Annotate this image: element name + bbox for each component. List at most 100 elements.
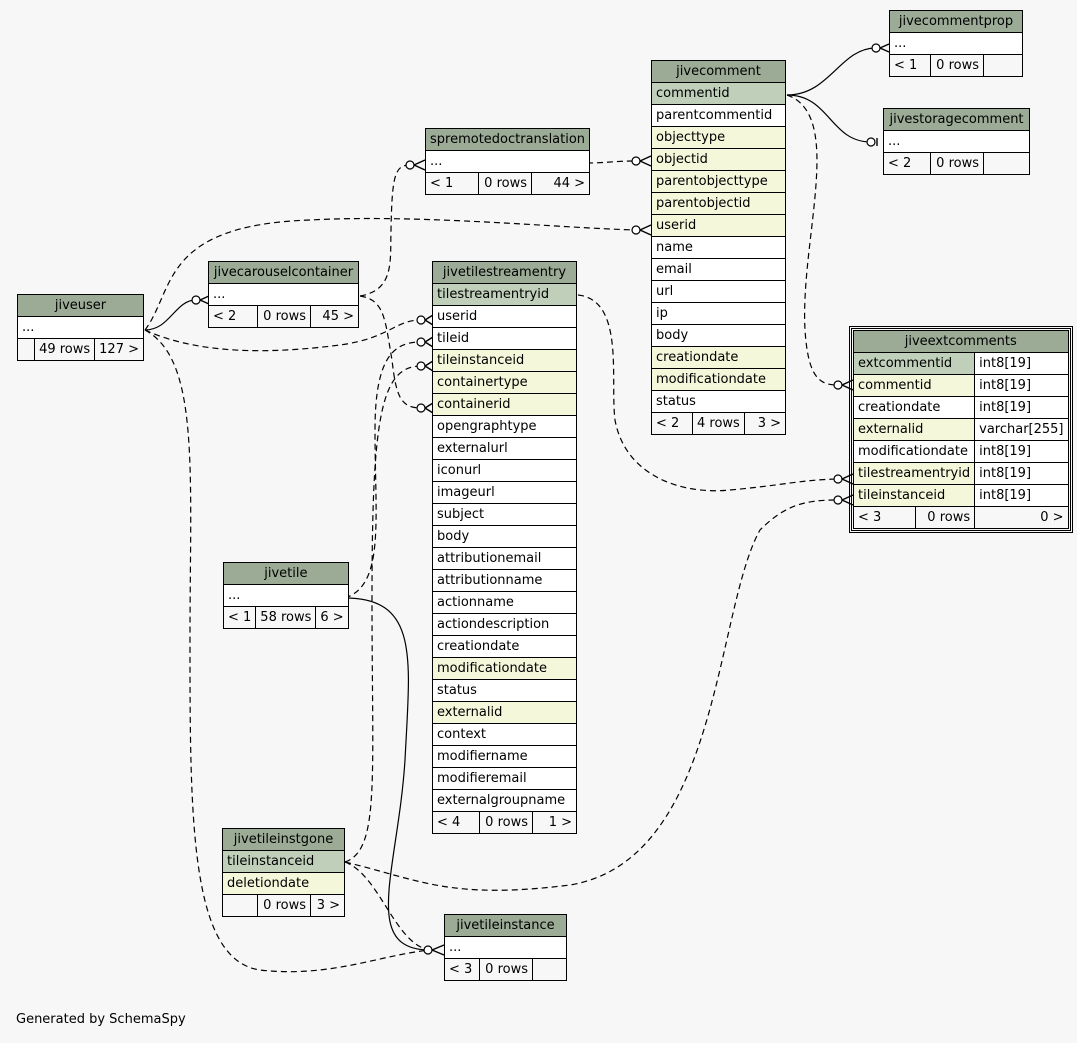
children-count — [983, 152, 1030, 175]
column-email: email — [651, 258, 786, 281]
column-row: ... — [223, 584, 349, 607]
edge-jivetileinstgone-jivetileinstance — [344, 861, 431, 951]
column-opengraphtype: opengraphtype — [432, 415, 577, 438]
parents-count: < 4 — [432, 811, 480, 834]
column-url: url — [651, 280, 786, 303]
row-count: 0 rows — [930, 54, 984, 77]
edge-jiveuser-jivecarouselcontainer — [144, 299, 197, 331]
parents-count: < 1 — [222, 606, 257, 629]
children-count: 6 > — [315, 606, 349, 629]
column-type: varchar[255] — [974, 418, 1069, 441]
column-containertype: containertype — [432, 371, 577, 394]
column-tilestreamentryid: tilestreamentryid — [852, 462, 976, 485]
table-jivetilestreamentry[interactable]: jivetilestreamentry tilestreamentryid us… — [432, 261, 577, 834]
column-userid: userid — [651, 214, 786, 237]
column-ip: ip — [651, 302, 786, 325]
table-title: jivetileinstgone — [222, 828, 345, 851]
table-title: jivetileinstance — [444, 914, 567, 937]
parents-count: < 1 — [889, 54, 931, 77]
edge-jivetile-jivetileinstance — [344, 597, 431, 951]
column-parentobjectid: parentobjectid — [651, 192, 786, 215]
column-attributionemail: attributionemail — [432, 547, 577, 570]
parents-count — [222, 894, 258, 917]
column-tilestreamentryid: tilestreamentryid — [432, 283, 577, 306]
parents-count: < 2 — [883, 152, 931, 175]
column-tileinstanceid: tileinstanceid — [432, 349, 577, 372]
column-externalid: externalid — [432, 701, 577, 724]
column-iconurl: iconurl — [432, 459, 577, 482]
row-count: 0 rows — [257, 894, 311, 917]
column-row: ... — [883, 130, 1030, 153]
parents-count: < 2 — [651, 412, 693, 435]
row-count: 4 rows — [692, 412, 745, 435]
column-objectid: objectid — [651, 148, 786, 171]
column-tileinstanceid: tileinstanceid — [222, 850, 345, 873]
row-count: 58 rows — [255, 606, 317, 629]
parents-count: < 3 — [853, 506, 916, 529]
table-jivetileinstgone[interactable]: jivetileinstgone tileinstanceid deletion… — [222, 828, 345, 917]
table-jiveuser[interactable]: jiveuser ... 49 rows 127 > — [16, 294, 144, 361]
table-title: jiveuser — [17, 294, 144, 317]
table-jivetile[interactable]: jivetile ... < 1 58 rows 6 > — [222, 562, 349, 629]
table-title: jivetile — [223, 562, 349, 585]
column-creationdate: creationdate — [852, 396, 976, 419]
children-count: 1 > — [532, 811, 577, 834]
column-type: int8[19] — [974, 440, 1069, 463]
column-creationdate: creationdate — [432, 635, 577, 658]
edge-jivecarouselcontainer-jivetilestreamentry — [359, 295, 422, 409]
table-title: jivecommentprop — [889, 10, 1023, 33]
table-title: jivestoragecomment — [883, 108, 1030, 131]
column-modificationdate: modificationdate — [432, 657, 577, 680]
column-commentid: commentid — [852, 374, 976, 397]
column-body: body — [432, 525, 577, 548]
column-context: context — [432, 723, 577, 746]
table-jivecommentprop[interactable]: jivecommentprop ... < 1 0 rows — [889, 10, 1023, 77]
edge-jivetileinstgone-jivetilestreamentry — [344, 365, 422, 863]
column-imageurl: imageurl — [432, 481, 577, 504]
edge-jivecomment-jivestoragecomment — [786, 94, 872, 143]
column-type: int8[19] — [974, 484, 1069, 507]
table-jivetileinstance[interactable]: jivetileinstance ... < 3 0 rows — [444, 914, 567, 981]
column-row: ... — [424, 150, 591, 173]
table-jivecarouselcontainer[interactable]: jivecarouselcontainer ... < 2 0 rows 45 … — [208, 261, 359, 328]
row-count: 0 rows — [479, 958, 533, 981]
children-count: 3 > — [743, 412, 787, 435]
column-modifieremail: modifieremail — [432, 767, 577, 790]
row-count: 0 rows — [930, 152, 984, 175]
generated-by-footer: Generated by SchemaSpy — [16, 1012, 186, 1027]
edge-jiveuser-jivetileinstance — [144, 329, 431, 973]
table-jivecomment[interactable]: jivecomment commentid parentcommentid ob… — [651, 60, 787, 435]
column-type: int8[19] — [974, 396, 1069, 419]
column-type: int8[19] — [974, 352, 1069, 375]
edge-jivetilestreamentry-jiveextcomments — [577, 294, 838, 492]
table-title: jivecomment — [651, 60, 786, 83]
row-count: 0 rows — [914, 506, 976, 529]
column-userid: userid — [432, 305, 577, 328]
parents-count — [16, 338, 36, 361]
column-externalgroupname: externalgroupname — [432, 789, 577, 812]
table-title: spremotedoctranslation — [424, 128, 591, 151]
parents-count: < 3 — [444, 958, 480, 981]
column-tileinstanceid: tileinstanceid — [852, 484, 976, 507]
table-spremotedoctranslation[interactable]: spremotedoctranslation ... < 1 0 rows 44… — [424, 128, 591, 195]
column-tileid: tileid — [432, 327, 577, 350]
edge-jivecomment-jiveextcomments — [786, 94, 838, 386]
edge-jivetile-jivetilestreamentry — [344, 341, 422, 599]
table-title: jivetilestreamentry — [432, 261, 577, 284]
row-count: 0 rows — [478, 172, 532, 195]
edge-jivecarouselcontainer-spremotedoctranslation — [359, 164, 411, 297]
column-status: status — [432, 679, 577, 702]
children-count: 3 > — [310, 894, 345, 917]
children-count: 44 > — [530, 172, 591, 195]
column-creationdate: creationdate — [651, 346, 786, 369]
parents-count: < 2 — [208, 305, 258, 328]
column-row: ... — [889, 32, 1023, 55]
column-actionname: actionname — [432, 591, 577, 614]
children-count — [983, 54, 1023, 77]
table-jivestoragecomment[interactable]: jivestoragecomment ... < 2 0 rows — [883, 108, 1030, 175]
column-modificationdate: modificationdate — [852, 440, 976, 463]
edge-jivetileinstgone-jiveextcomments — [344, 499, 838, 891]
column-objecttype: objecttype — [651, 126, 786, 149]
